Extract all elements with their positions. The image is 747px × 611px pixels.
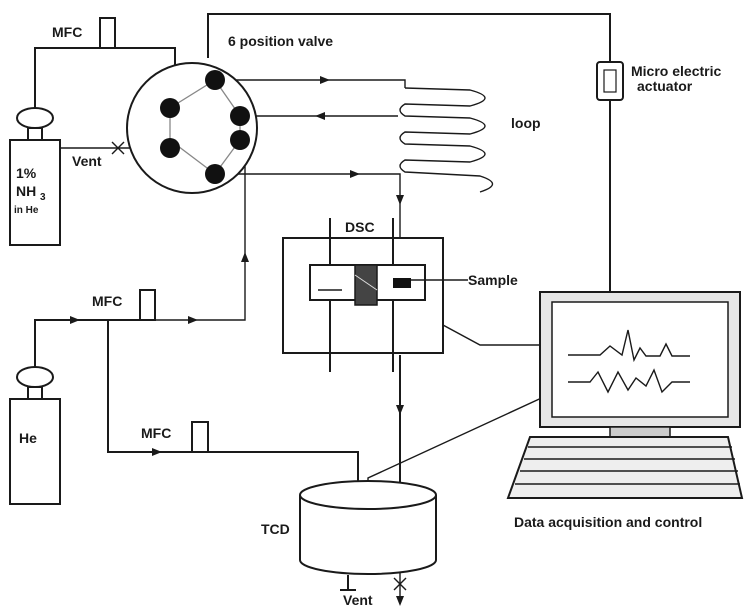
vent-valve-top xyxy=(111,141,125,155)
keyboard xyxy=(506,436,744,499)
monitor-screen xyxy=(551,301,729,418)
tcd-body xyxy=(299,495,437,575)
tcd-top xyxy=(299,480,437,510)
he-supply-line xyxy=(34,319,140,368)
valve-to-dsc-line xyxy=(215,173,401,238)
arrow-dsc-in xyxy=(396,195,404,205)
loop-inlet-line xyxy=(215,79,406,88)
valve-body xyxy=(126,62,258,194)
nh3-cylinder-body xyxy=(9,139,61,246)
he-cylinder-neck xyxy=(27,386,43,400)
sample-label: Sample xyxy=(468,272,518,288)
valve-port-5 xyxy=(160,138,180,158)
valve-label: 6 position valve xyxy=(228,33,333,49)
dsc-label: DSC xyxy=(345,219,375,235)
dsc-sample-holder xyxy=(354,264,378,306)
he-cylinder-regulator xyxy=(16,366,54,388)
nh3-supply-line xyxy=(34,47,100,110)
valve-port-2 xyxy=(230,106,250,126)
he-reference-line xyxy=(107,320,192,453)
mfc-top-block xyxy=(99,17,116,49)
he-cylinder xyxy=(9,366,61,505)
actuator-slot xyxy=(603,69,617,93)
nh3-carrier-label: in He xyxy=(14,205,39,216)
valve-port-6 xyxy=(160,98,180,118)
dsc-sample-hatch xyxy=(354,274,378,291)
micro-electric-actuator xyxy=(596,61,624,101)
he-label: He xyxy=(19,430,37,446)
actuator-label-line2: actuator xyxy=(637,78,693,94)
dsc-sample-pan xyxy=(393,278,411,288)
nh3-formula-label: NH xyxy=(16,183,36,199)
monitor-stand xyxy=(609,426,671,438)
mfc-low-to-tcd-line xyxy=(208,451,359,488)
nh3-subscript: 3 xyxy=(40,192,46,203)
mfc-low-label: MFC xyxy=(141,425,171,441)
valve-port-1 xyxy=(205,70,225,90)
arrow-to-dsc xyxy=(350,170,360,178)
he-cylinder-body xyxy=(9,398,61,505)
loop-label: loop xyxy=(511,115,541,131)
loop-coil xyxy=(399,87,494,193)
mfc-mid-label: MFC xyxy=(92,293,122,309)
tcd-label: TCD xyxy=(261,521,290,537)
mfc-top-label: MFC xyxy=(52,24,82,40)
arrow-loop-in xyxy=(320,76,330,84)
dsc-cell xyxy=(282,218,468,372)
nh3-cylinder-neck xyxy=(27,127,43,141)
arrow-vent-down xyxy=(396,596,404,606)
arrow-ref-right xyxy=(152,448,162,456)
he-carrier-to-valve-line xyxy=(155,140,246,321)
valve-port-4 xyxy=(205,164,225,184)
tcd-detector xyxy=(299,480,437,591)
daq-label: Data acquisition and control xyxy=(514,514,702,530)
arrow-loop-out xyxy=(315,112,325,120)
vent-bottom-label: Vent xyxy=(343,592,373,608)
gas-lines xyxy=(34,13,611,600)
actuator-label-line1: Micro electric xyxy=(631,63,721,79)
nh3-cylinder-regulator xyxy=(16,107,54,129)
vent-top-label: Vent xyxy=(72,153,102,169)
nh3-cylinder xyxy=(9,107,61,246)
mfc-low-block xyxy=(191,421,209,453)
arrow-carrier-right xyxy=(188,316,198,324)
nh3-percent-label: 1% xyxy=(16,165,37,181)
actuator-control-line xyxy=(207,13,611,62)
mfc-mid-block xyxy=(139,289,156,321)
screen-trace-upper xyxy=(568,329,690,363)
arrow-dsc-out-down xyxy=(396,405,404,415)
valve-port-3 xyxy=(230,130,250,150)
vent-valve-bottom xyxy=(393,577,407,591)
screen-trace-lower xyxy=(568,368,690,394)
arrow-carrier-up xyxy=(241,252,249,262)
arrow-he-right xyxy=(70,316,80,324)
computer xyxy=(506,291,744,499)
six-position-valve xyxy=(126,62,258,194)
